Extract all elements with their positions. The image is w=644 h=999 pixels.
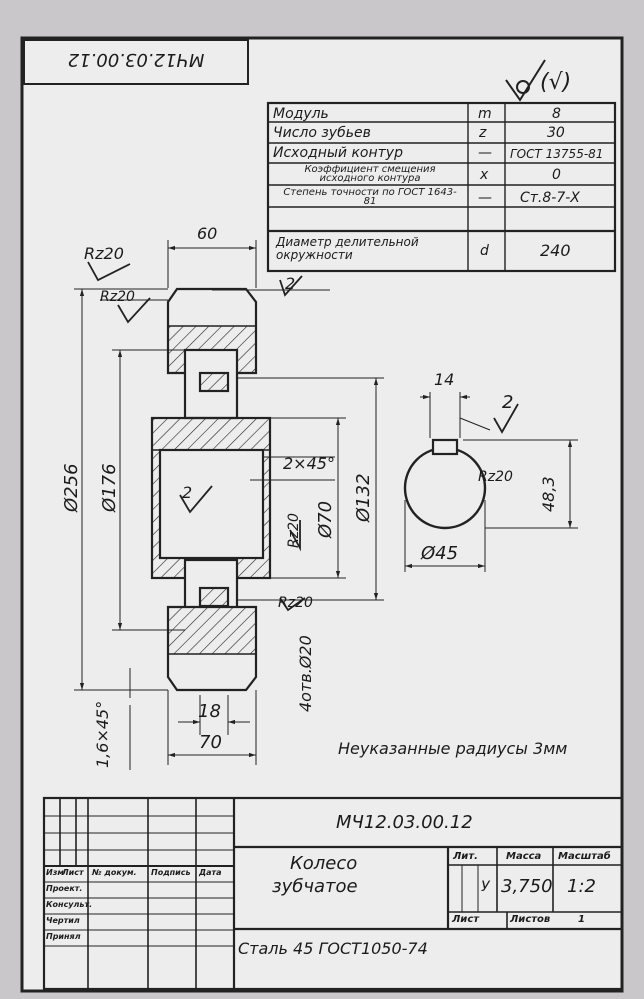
param-symbol: —: [478, 145, 492, 161]
dim-key-14: 14: [434, 370, 455, 389]
dim-d256: Ø256: [61, 463, 82, 512]
scale-value: 1:2: [567, 876, 596, 897]
col-header: Подпись: [151, 868, 191, 877]
col-header: Дата: [199, 868, 222, 877]
rz20-second: Rz20: [100, 289, 135, 305]
general-roughness-sign: [505, 59, 546, 102]
dim-width-70: 70: [199, 732, 222, 753]
dim-d176: Ø176: [99, 463, 120, 512]
param-name: Коэффициент смещения исходного контура: [304, 164, 436, 184]
param-value: 30: [547, 125, 565, 141]
keyway-view: [403, 392, 578, 572]
title-name-line2: зубчатое: [272, 876, 358, 897]
param-name: Исходный контур: [273, 145, 403, 161]
title-name-line1: Колесо: [290, 853, 358, 874]
param-name: Модуль: [273, 106, 329, 122]
param-name: Число зубьев: [273, 125, 371, 141]
roughness-marks: [87, 261, 306, 612]
dimension-lines: [74, 240, 384, 770]
gear-section: [150, 287, 272, 692]
mass-value: 3,750: [501, 876, 553, 897]
row-label: Консульт.: [46, 900, 93, 909]
sheets-label: Листов: [510, 914, 551, 925]
rz20-bore: Rz20: [286, 513, 302, 548]
row-label: Проект.: [46, 884, 83, 893]
roughness-2-bore: 2: [182, 483, 193, 502]
params-table-grid: [266, 101, 617, 273]
sheets-value: 1: [578, 914, 585, 925]
note-unspecified-radii: Неуказанные радиусы 3мм: [338, 739, 568, 758]
col-header: Изм: [46, 868, 64, 877]
chamfer-2x45: 2×45°: [283, 454, 335, 473]
param-name: Диаметр делительной окружности: [276, 235, 419, 262]
param-symbol: z: [479, 125, 487, 141]
dim-width-18: 18: [198, 701, 221, 722]
sheet-label: Лист: [452, 914, 480, 925]
param-symbol: —: [478, 190, 492, 206]
rz20-hole: Rz20: [278, 595, 313, 611]
scale-label: Масштаб: [558, 851, 611, 862]
row-label: Чертил: [46, 916, 80, 925]
holes-4x20: 4отв.Ø20: [296, 635, 315, 712]
roughness-2-key: 2: [502, 392, 514, 413]
col-header: Лист: [62, 868, 84, 877]
chamfer-16x45: 1,6×45°: [93, 700, 112, 768]
param-value: 0: [552, 167, 561, 183]
row-label: Принял: [46, 932, 81, 941]
lit-label: Лит.: [453, 851, 478, 862]
rotated-designation-box: [23, 39, 249, 85]
dim-key-d45: Ø45: [421, 543, 459, 564]
title-material: Сталь 45 ГОСТ1050-74: [238, 939, 428, 958]
dim-key-48-3: 48,3: [539, 476, 558, 512]
dim-d132: Ø132: [353, 473, 374, 522]
title-designation: МЧ12.03.00.12: [336, 812, 473, 833]
mass-label: Масса: [506, 851, 542, 862]
roughness-2-top: 2: [285, 274, 296, 293]
param-name: Степень точности по ГОСТ 1643-81: [283, 187, 457, 207]
param-symbol: d: [480, 243, 489, 259]
rz20-top: Rz20: [84, 244, 124, 263]
col-header: № докум.: [92, 868, 137, 877]
lit-value: У: [481, 879, 490, 895]
dim-width-60: 60: [197, 224, 218, 243]
param-value: 8: [552, 106, 561, 122]
title-block-grid: [42, 796, 624, 991]
param-value: Ст.8-7-Х: [520, 190, 580, 206]
param-symbol: x: [480, 167, 489, 183]
param-value: ГОСТ 13755-81: [510, 147, 604, 161]
param-value: 240: [540, 241, 571, 260]
rz20-key: Rz20: [478, 469, 513, 485]
rotated-designation: МЧ12.03.00.12: [67, 49, 205, 70]
dim-d70: Ø70: [315, 500, 336, 538]
param-symbol: m: [478, 106, 492, 122]
roughness-note-symbol: (√): [540, 70, 572, 95]
